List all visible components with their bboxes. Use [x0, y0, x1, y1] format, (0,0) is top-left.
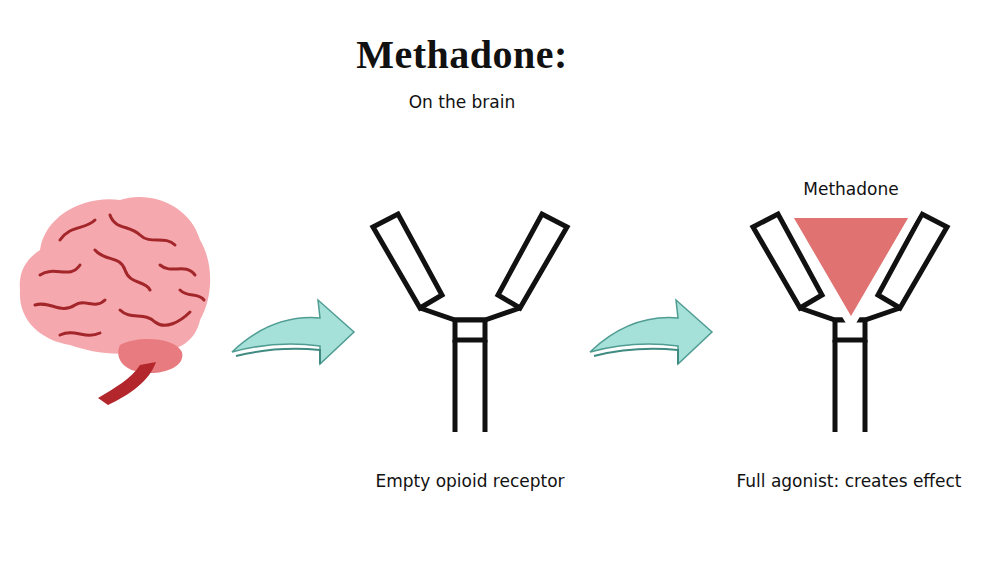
diagram-title: Methadone:: [356, 31, 568, 78]
subtitle: On the brain: [409, 92, 516, 112]
process-arrow: [232, 300, 354, 364]
bound-receptor: [753, 214, 947, 432]
effect-caption: Full agonist: creates effect: [736, 471, 961, 491]
brain-illustration: [20, 197, 210, 405]
empty-receptor: [373, 214, 567, 432]
process-arrow: [590, 300, 712, 364]
receptor-caption: Empty opioid receptor: [375, 471, 564, 491]
methadone-molecule: [787, 214, 915, 324]
drug-label: Methadone: [803, 179, 898, 199]
